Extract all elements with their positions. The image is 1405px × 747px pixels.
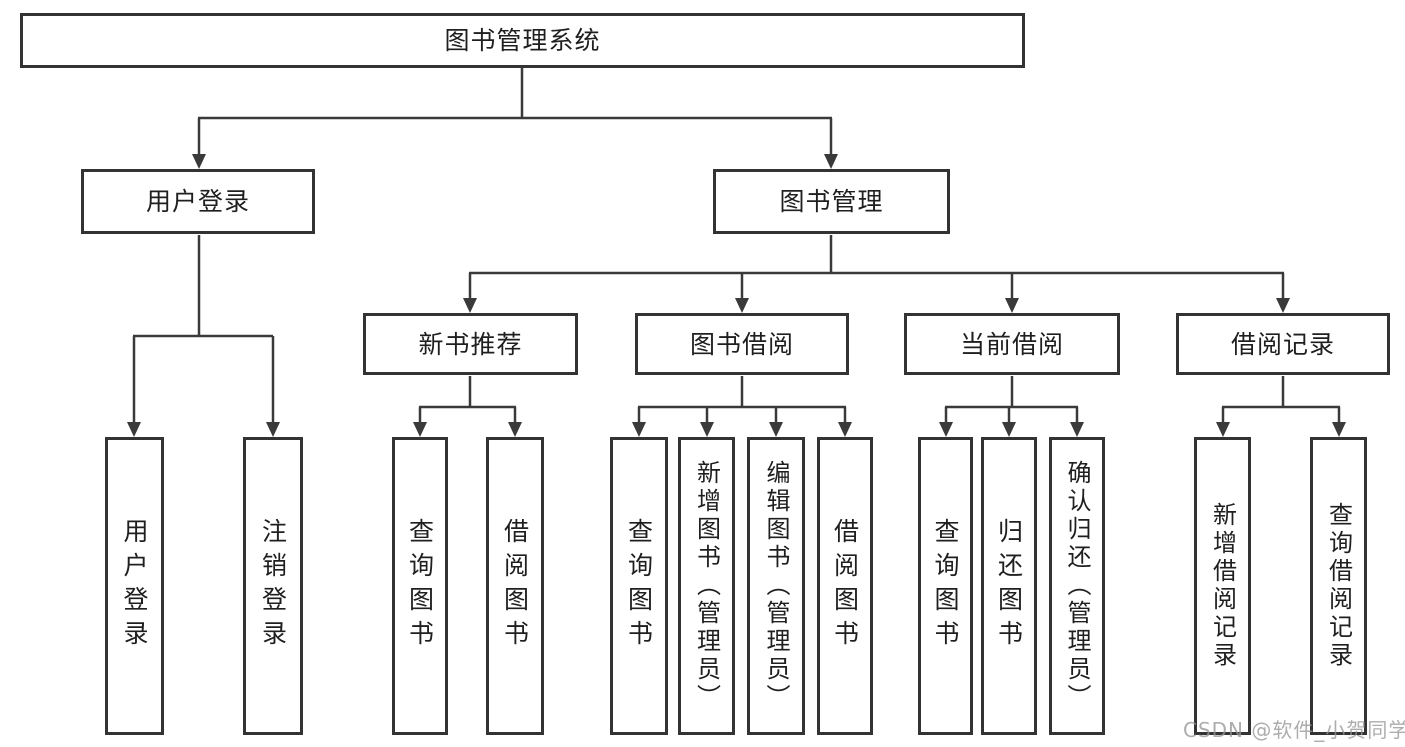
leaf-add-borrow-record: 新增借阅记录	[1194, 437, 1251, 735]
node-label: 图书管理系统	[444, 26, 601, 55]
node-label: 借阅记录	[1230, 329, 1335, 359]
node-current-borrowing: 当前借阅	[904, 313, 1120, 375]
node-book-management: 图书管理	[713, 169, 950, 234]
node-user-login: 用户登录	[81, 169, 315, 234]
node-library-management-system: 图书管理系统	[20, 13, 1025, 68]
node-label: 借阅图书	[830, 518, 860, 654]
node-label: 查询图书	[624, 518, 654, 654]
watermark: CSDN @软件_小贺同学	[1183, 718, 1405, 742]
node-label: 图书管理	[779, 187, 884, 216]
node-label: 注销登录	[258, 518, 288, 654]
node-label: 归还图书	[994, 518, 1024, 654]
leaf-confirm-return-admin: 确认归还（管理员）	[1049, 437, 1105, 735]
leaf-add-book-admin: 新增图书（管理员）	[678, 437, 735, 735]
leaf-query-books-current: 查询图书	[918, 437, 973, 735]
node-label: 新增借阅记录	[1208, 502, 1237, 670]
node-label: 查询借阅记录	[1324, 502, 1353, 670]
node-label: 查询图书	[405, 518, 435, 654]
node-label: 确认归还（管理员）	[1063, 460, 1091, 712]
leaf-user-login: 用户登录	[105, 437, 164, 735]
node-label: 当前借阅	[959, 329, 1064, 359]
leaf-query-books-recommend: 查询图书	[392, 437, 448, 735]
node-book-borrowing: 图书借阅	[635, 313, 849, 375]
leaf-logout: 注销登录	[243, 437, 303, 735]
leaf-query-books-borrowing: 查询图书	[610, 437, 668, 735]
node-label: 用户登录	[120, 518, 149, 654]
node-label: 查询图书	[931, 518, 960, 654]
node-label: 新增图书（管理员）	[692, 460, 721, 712]
arrowheads	[127, 154, 1346, 437]
node-label: 编辑图书（管理员）	[762, 460, 790, 712]
node-label: 图书借阅	[689, 329, 794, 359]
leaf-borrow-books: 借阅图书	[817, 437, 873, 735]
node-label: 用户登录	[145, 187, 250, 216]
leaf-edit-book-admin: 编辑图书（管理员）	[747, 437, 805, 735]
node-new-book-recommendation: 新书推荐	[363, 313, 578, 375]
node-borrowing-records: 借阅记录	[1176, 313, 1390, 375]
leaf-query-borrow-record: 查询借阅记录	[1310, 437, 1367, 735]
leaf-borrow-books-recommend: 借阅图书	[486, 437, 544, 735]
node-label: 新书推荐	[418, 329, 523, 359]
node-label: 借阅图书	[500, 518, 530, 654]
leaf-return-books: 归还图书	[981, 437, 1037, 735]
